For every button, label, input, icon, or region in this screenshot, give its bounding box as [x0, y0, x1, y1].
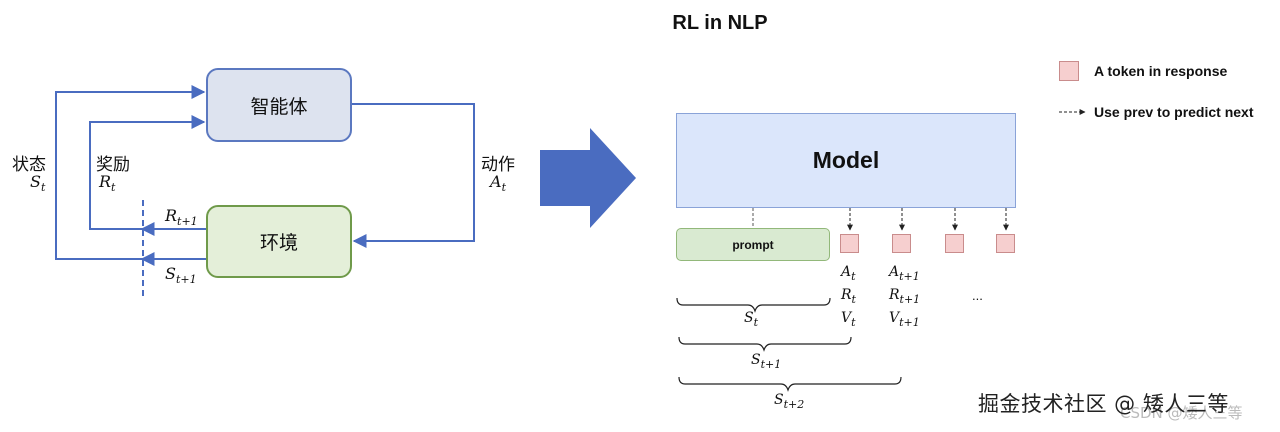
response-token [945, 234, 964, 253]
watermark-faint: CSDN @矮人三等 [1120, 404, 1243, 422]
page-title: RL in NLP [672, 12, 768, 34]
token-value-label: Vt+1 [889, 310, 920, 329]
legend-token-text: A token in response [1094, 63, 1228, 79]
model-box: Model [676, 113, 1016, 208]
legend-arrow-text: Use prev to predict next [1094, 104, 1254, 120]
action-label: 动作 [481, 155, 515, 175]
token-reward-label: Rt [841, 287, 856, 306]
action-symbol: At [490, 172, 506, 195]
agent-node: 智能体 [206, 68, 352, 142]
state-label: 状态 [12, 155, 46, 175]
reward-symbol: Rt [99, 172, 116, 195]
response-token [996, 234, 1015, 253]
brace-label-st: St [744, 310, 759, 329]
transition-arrow [540, 128, 636, 228]
brace-st2 [678, 376, 902, 392]
state-symbol: St [30, 172, 46, 195]
ellipsis: ... [972, 288, 983, 303]
next-reward-symbol: Rt+1 [165, 206, 198, 229]
watermark: 掘金技术社区 @ 矮人三等 [978, 392, 1229, 416]
token-action-label: At+1 [889, 264, 920, 283]
token-value-label: Vt [841, 310, 856, 329]
brace-st1 [678, 336, 852, 352]
response-token [840, 234, 859, 253]
brace-label-st2: St+2 [774, 392, 805, 411]
token-reward-label: Rt+1 [889, 287, 921, 306]
action-arrow [352, 103, 475, 248]
state-arrow [55, 85, 206, 260]
brace-st [676, 297, 831, 313]
brace-label-st1: St+1 [751, 352, 782, 371]
next-state-symbol: St+1 [165, 264, 197, 287]
token-action-label: At [841, 264, 856, 283]
environment-node: 环境 [206, 205, 352, 278]
response-token [892, 234, 911, 253]
legend-token-icon [1059, 61, 1079, 81]
prompt-box: prompt [676, 228, 830, 261]
reward-label: 奖励 [96, 155, 130, 175]
